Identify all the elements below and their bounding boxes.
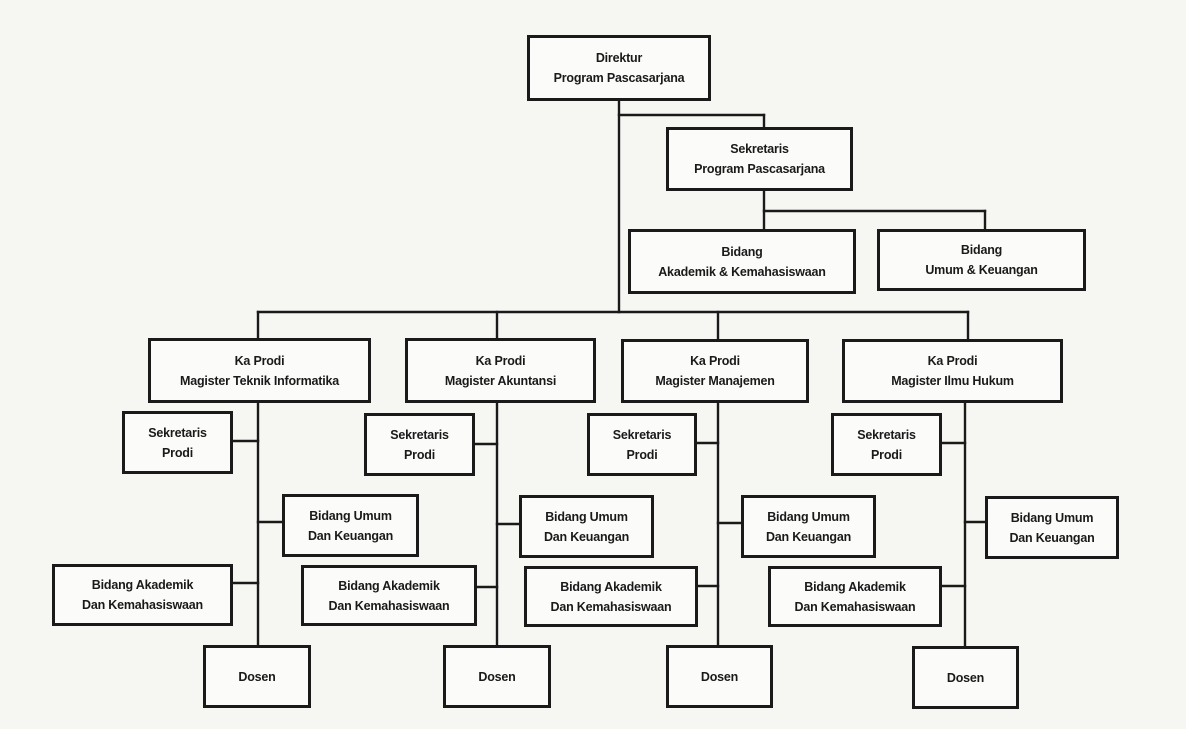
sekretaris-prodi-line2: Prodi [871, 447, 902, 462]
ka-prodi-program: Magister Akuntansi [444, 373, 557, 388]
sekretaris-prodi-line2: Prodi [626, 447, 658, 462]
bidang-akademik-prodi-line2: Dan Kemahasiswaan [794, 599, 916, 614]
ka-prodi-box: Ka Prodi Magister Teknik Informatika [148, 338, 371, 403]
bidang-akademik-prodi-line2: Dan Kemahasiswaan [82, 598, 203, 612]
sekretaris-prodi-line1: Sekretaris [612, 427, 672, 442]
bidang-umum-prodi-line1: Bidang Umum [1010, 510, 1094, 525]
bidang-akademik-prodi-line1: Bidang Akademik [91, 578, 194, 592]
ka-prodi-title: Ka Prodi [690, 354, 740, 368]
dosen-box: Dosen [912, 646, 1019, 709]
bidang-umum-title: Bidang [960, 243, 1003, 257]
bidang-umum-prodi-line2: Dan Keuangan [543, 529, 630, 544]
bidang-akademik-subtitle: Akademik & Kemahasiswaan [658, 264, 826, 279]
bidang-umum-prodi-line2: Dan Keuangan [307, 528, 394, 543]
bidang-akademik-prodi-line2: Dan Kemahasiswaan [328, 598, 450, 613]
bidang-akademik-prodi-box: Bidang Akademik Dan Kemahasiswaan [524, 566, 698, 627]
bidang-akademik-prodi-box: Bidang Akademik Dan Kemahasiswaan [768, 566, 942, 627]
bidang-umum-prodi-line1: Bidang Umum [309, 508, 392, 523]
ka-prodi-title: Ka Prodi [234, 353, 285, 368]
bidang-akademik-prodi-box: Bidang Akademik Dan Kemahasiswaan [52, 564, 233, 626]
bidang-umum-prodi-box: Bidang Umum Dan Keuangan [282, 494, 419, 557]
bidang-akademik-prodi-line2: Dan Kemahasiswaan [550, 599, 672, 614]
bidang-umum-prodi-line2: Dan Keuangan [765, 529, 852, 544]
dosen-label: Dosen [946, 670, 985, 685]
bidang-umum-prodi-box: Bidang Umum Dan Keuangan [985, 496, 1119, 559]
dosen-box: Dosen [443, 645, 551, 708]
dosen-box: Dosen [666, 645, 773, 708]
bidang-akademik-prodi-line1: Bidang Akademik [338, 578, 440, 593]
sekretaris-prodi-line2: Prodi [404, 447, 435, 462]
sekretaris-prodi-box: Sekretaris Prodi [831, 413, 942, 476]
sekretaris-prodi-box: Sekretaris Prodi [122, 411, 233, 474]
direktur-subtitle: Program Pascasarjana [553, 71, 685, 85]
sekretaris-prodi-line2: Prodi [162, 445, 193, 460]
bidang-umum-prodi-line2: Dan Keuangan [1009, 530, 1095, 545]
bidang-akademik-prodi-line1: Bidang Akademik [804, 579, 906, 594]
bidang-umum-subtitle: Umum & Keuangan [925, 263, 1038, 277]
ka-prodi-title: Ka Prodi [475, 353, 526, 368]
sekretaris-prodi-box: Sekretaris Prodi [364, 413, 475, 476]
sekretaris-program-box: Sekretaris Program Pascasarjana [666, 127, 853, 191]
bidang-umum-box: Bidang Umum & Keuangan [877, 229, 1086, 291]
sekretaris-title: Sekretaris [730, 142, 789, 156]
bidang-akademik-prodi-line1: Bidang Akademik [560, 579, 662, 594]
bidang-umum-prodi-box: Bidang Umum Dan Keuangan [519, 495, 654, 558]
bidang-akademik-title: Bidang [721, 244, 763, 259]
direktur-title: Direktur [595, 51, 643, 65]
ka-prodi-box: Ka Prodi Magister Akuntansi [405, 338, 596, 403]
ka-prodi-box: Ka Prodi Magister Manajemen [621, 339, 809, 403]
ka-prodi-program: Magister Ilmu Hukum [891, 374, 1014, 388]
sekretaris-prodi-line1: Sekretaris [390, 427, 449, 442]
bidang-umum-prodi-line1: Bidang Umum [545, 509, 628, 524]
sekretaris-prodi-line1: Sekretaris [148, 425, 207, 440]
bidang-akademik-prodi-box: Bidang Akademik Dan Kemahasiswaan [301, 565, 477, 626]
sekretaris-subtitle: Program Pascasarjana [694, 162, 825, 176]
dosen-label: Dosen [238, 669, 276, 684]
ka-prodi-program: Magister Teknik Informatika [180, 373, 339, 388]
dosen-label: Dosen [700, 669, 739, 684]
bidang-akademik-box: Bidang Akademik & Kemahasiswaan [628, 229, 856, 294]
dosen-label: Dosen [478, 669, 516, 684]
sekretaris-prodi-line1: Sekretaris [857, 427, 916, 442]
ka-prodi-title: Ka Prodi [927, 354, 978, 368]
bidang-umum-prodi-box: Bidang Umum Dan Keuangan [741, 495, 876, 558]
ka-prodi-box: Ka Prodi Magister Ilmu Hukum [842, 339, 1063, 403]
ka-prodi-program: Magister Manajemen [655, 374, 775, 388]
bidang-umum-prodi-line1: Bidang Umum [767, 509, 850, 524]
direktur-box: Direktur Program Pascasarjana [527, 35, 711, 101]
dosen-box: Dosen [203, 645, 311, 708]
sekretaris-prodi-box: Sekretaris Prodi [587, 413, 697, 476]
